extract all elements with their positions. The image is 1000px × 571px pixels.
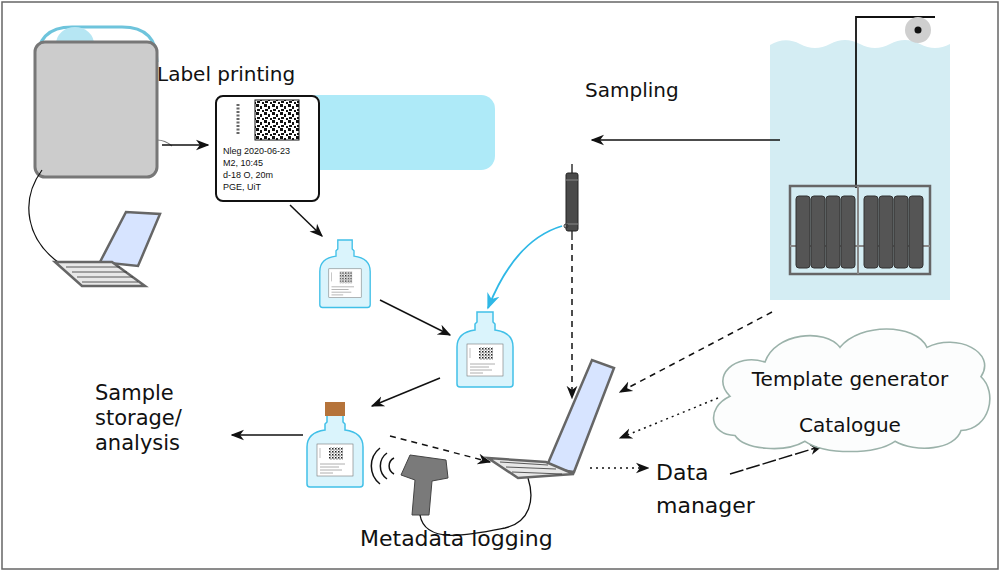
water-transfer-arrow [488,226,562,308]
sample-bottle [307,412,363,487]
rosette-sampler [811,196,825,268]
flow-arrow [232,434,303,436]
sample-bottle [325,402,345,416]
label-printer [29,27,172,265]
laptop [66,267,120,268]
niskin-bottle [566,173,578,231]
laptop [72,272,127,273]
laptop [500,462,548,465]
flow-arrow [372,378,440,406]
flow-arrow [290,205,322,236]
step-label: Data manager [656,456,781,522]
flow-arrow [162,144,208,146]
laptop [506,467,556,469]
label-printer [29,170,62,265]
niskin-bottle [564,164,578,240]
laptop [512,472,562,474]
laptop [55,212,160,286]
label-text: d-18 O, 20m [223,169,313,181]
sample-bottle [307,402,363,487]
barcode-scanner [401,455,448,515]
barcode-scanner [371,448,380,484]
pulley-wire [915,27,922,34]
label-roll [237,104,240,134]
barcode-scanner [389,458,394,474]
rosette-sampler [857,186,859,274]
label-text: PGE, UiT [223,181,313,193]
rosette-sampler [826,196,840,268]
laptop [66,267,138,282]
step-label: Metadata logging [360,526,553,552]
flow-arrow [380,300,450,335]
sample-bottle [457,312,513,387]
data-arrow [590,467,648,469]
label-roll [255,100,299,140]
data-arrow [730,446,822,474]
barcode-scanner [380,453,387,479]
label-text: M2, 10:45 [223,157,313,169]
pulley-wire [856,17,935,188]
label-roll [255,100,299,140]
rosette-sampler [879,196,893,268]
laptop [488,458,574,478]
step-label: Label printing [157,62,295,86]
label-text: Nleg 2020-06-23 [223,145,313,157]
water [770,40,950,300]
step-label: Sampling [585,78,679,102]
cloud-service: Template generatorCatalogue [705,318,995,455]
rosette-sampler [790,186,930,274]
laptop [100,212,160,266]
flow-arrow [592,139,780,141]
rosette-sampler [864,196,878,268]
service-name: Template generator [705,366,995,392]
pulley-wire [905,17,931,43]
step-label: Sample storage/ analysis [95,381,230,456]
laptop [77,277,133,278]
rosette-sampler [894,196,908,268]
label-card: Nleg 2020-06-23M2, 10:45d-18 O, 20mPGE, … [215,95,320,202]
niskin-bottle [564,224,568,228]
laptop [82,282,138,283]
laptop [55,262,145,286]
laptop [488,360,614,478]
laptop [500,462,562,474]
niskin-bottle [566,180,578,181]
data-arrow [571,244,573,398]
pulley-wire [856,17,935,188]
laptop [546,360,614,472]
data-arrow [620,398,718,438]
rosette-sampler [841,196,855,268]
rosette-sampler [796,196,923,268]
rosette-sampler [790,186,930,274]
label-roll [215,95,495,202]
label-roll [215,95,320,202]
service-name: Catalogue [705,412,995,438]
sample-bottle [320,240,370,308]
rosette-sampler [909,196,923,268]
rosette-sampler [796,196,810,268]
data-arrow [390,436,490,462]
label-printer [35,42,157,177]
